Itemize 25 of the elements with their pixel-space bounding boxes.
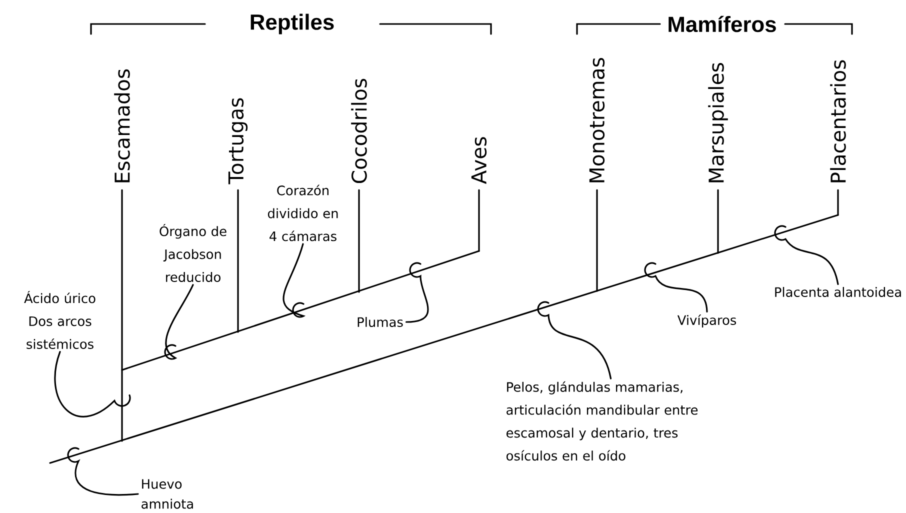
taxon-label: Aves (471, 137, 487, 184)
trait-label: Plumas (358, 316, 403, 327)
trait-label: Huevo amniota (142, 479, 193, 509)
taxon-label: Tortugas (228, 98, 248, 184)
trait-label: Ácido úrico Dos arcos sistémicos (24, 290, 96, 349)
group-heading: Mamíferos (668, 16, 776, 32)
leader-line (54, 351, 131, 418)
taxon-label: Marsupiales (708, 63, 728, 182)
trait-label: Órgano de Jacobson reducido (160, 224, 226, 282)
trait-label: Vivíparos (677, 314, 736, 328)
group-heading: Reptiles (250, 14, 334, 34)
trait-label: Pelos, glándulas mamarias, articulación mandibular entre escamosal y dentario, tres osículos en el oído (506, 381, 698, 461)
leader-line (67, 447, 139, 496)
taxon-label: Cocodrilos (351, 78, 367, 184)
leader-line (282, 243, 304, 318)
taxon-label: Monotremas (589, 58, 605, 182)
trait-label: Corazón dividido en 4 cámaras (268, 184, 338, 242)
leader-line (405, 262, 429, 323)
leader-line (774, 225, 839, 285)
leader-line (537, 301, 612, 380)
leader-line (164, 284, 194, 360)
taxon-label: Placentarios (830, 60, 846, 182)
leader-line (644, 262, 708, 312)
taxon-label: Escamados (114, 69, 130, 182)
trait-label: Placenta alantoidea (775, 286, 901, 297)
